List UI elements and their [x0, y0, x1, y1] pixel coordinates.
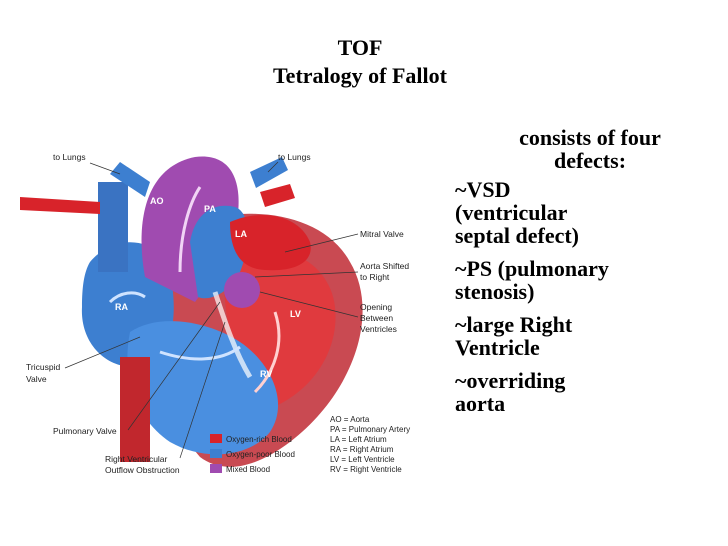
- chamber-label-la: LA: [235, 229, 247, 239]
- legend-swatch-mixed: [210, 464, 222, 473]
- defect-line: stenosis): [455, 279, 535, 304]
- legend-label-oxygen-rich: Oxygen-rich Blood: [226, 435, 292, 444]
- label-mitral-valve: Mitral Valve: [360, 229, 404, 239]
- label-tricuspid-line-2: Valve: [26, 374, 47, 384]
- heart-diagram: AO PA LA RA LV RV to Lungs to Lungs Mitr…: [20, 112, 440, 502]
- leader-line: [89, 162, 121, 175]
- heart-illustration: AO PA LA RA LV RV to Lungs to Lungs Mitr…: [20, 152, 410, 475]
- label-rvoo-line-2: Outflow Obstruction: [105, 465, 180, 475]
- abbrev-la: LA = Left Atrium: [330, 435, 387, 444]
- flow-arrow: [108, 291, 146, 304]
- defects-list: consists of four defects: ~VSD (ventricu…: [455, 126, 717, 425]
- pulmonary-branch-right: [250, 157, 288, 188]
- abbrev-ao: AO = Aorta: [330, 415, 370, 424]
- defect-line: ~overriding: [455, 368, 566, 393]
- chamber-label-lv: LV: [290, 309, 301, 319]
- label-to-lungs-right: to Lungs: [278, 152, 311, 162]
- defect-item-rv: ~large Right Ventricle: [455, 313, 717, 359]
- legend-swatch-oxygen-rich: [210, 434, 222, 443]
- title-line-2: Tetralogy of Fallot: [273, 63, 447, 88]
- pulmonary-vein-left: [20, 197, 100, 214]
- chamber-label-ao: AO: [150, 196, 164, 206]
- abbrev-ra: RA = Right Atrium: [330, 445, 394, 454]
- defect-item-ps: ~PS (pulmonary stenosis): [455, 257, 717, 303]
- label-opening-line-3: Ventricles: [360, 324, 397, 334]
- abbrev-rv: RV = Right Ventricle: [330, 465, 402, 474]
- label-rvoo-line-1: Right Ventricular: [105, 454, 168, 464]
- pulmonary-vein-right: [260, 184, 295, 207]
- flow-arrow: [159, 345, 241, 361]
- legend-swatch-oxygen-poor: [210, 449, 222, 458]
- label-pulmonary-valve: Pulmonary Valve: [53, 426, 117, 436]
- legend-label-oxygen-poor: Oxygen-poor Blood: [226, 450, 295, 459]
- legend-label-mixed: Mixed Blood: [226, 465, 270, 474]
- superior-vena-cava: [98, 182, 128, 272]
- defects-intro: consists of four defects:: [455, 126, 717, 172]
- flow-arrow: [178, 186, 202, 273]
- label-to-lungs-left: to Lungs: [53, 152, 86, 162]
- left-atrium: [230, 214, 311, 271]
- leader-line: [127, 301, 221, 431]
- label-aorta-shifted-line-1: Aorta Shifted: [360, 261, 409, 271]
- leader-line: [64, 336, 141, 369]
- label-tricuspid-line-1: Tricuspid: [26, 362, 60, 372]
- abbrev-lv: LV = Left Ventricle: [330, 455, 395, 464]
- label-aorta-shifted-line-2: to Right: [360, 272, 390, 282]
- defect-item-vsd: ~VSD (ventricular septal defect): [455, 178, 717, 247]
- label-opening-line-1: Opening: [360, 302, 392, 312]
- chamber-label-pa: PA: [204, 204, 216, 214]
- chamber-label-rv: RV: [260, 369, 272, 379]
- chamber-label-ra: RA: [115, 302, 128, 312]
- mixed-blood-opening: [224, 272, 260, 308]
- inferior-vena-cava: [120, 357, 150, 462]
- title-line-1: TOF: [337, 35, 383, 60]
- intro-line-2: defects:: [553, 148, 627, 173]
- defect-item-aorta: ~overriding aorta: [455, 369, 717, 415]
- defect-line: ~large Right: [455, 312, 573, 337]
- defect-line: septal defect): [455, 223, 580, 248]
- label-opening-line-2: Between: [360, 313, 393, 323]
- defect-line: ~PS (pulmonary: [455, 256, 609, 281]
- defect-line: (ventricular: [455, 200, 568, 225]
- defect-line: aorta: [455, 391, 506, 416]
- slide-title: TOF Tetralogy of Fallot: [200, 34, 520, 90]
- leader-line: [179, 321, 226, 459]
- leader-line: [284, 233, 359, 253]
- flow-arrow: [253, 311, 281, 394]
- defect-line: Ventricle: [455, 335, 540, 360]
- leader-line: [254, 271, 359, 278]
- ventricular-septum: [212, 291, 253, 379]
- intro-line-1: consists of four: [519, 125, 661, 150]
- leader-line: [259, 291, 359, 318]
- leader-line: [267, 161, 279, 173]
- pulmonary-branch-left: [110, 162, 150, 197]
- defect-line: ~VSD: [455, 177, 511, 202]
- abbrev-pa: PA = Pulmonary Artery: [330, 425, 410, 434]
